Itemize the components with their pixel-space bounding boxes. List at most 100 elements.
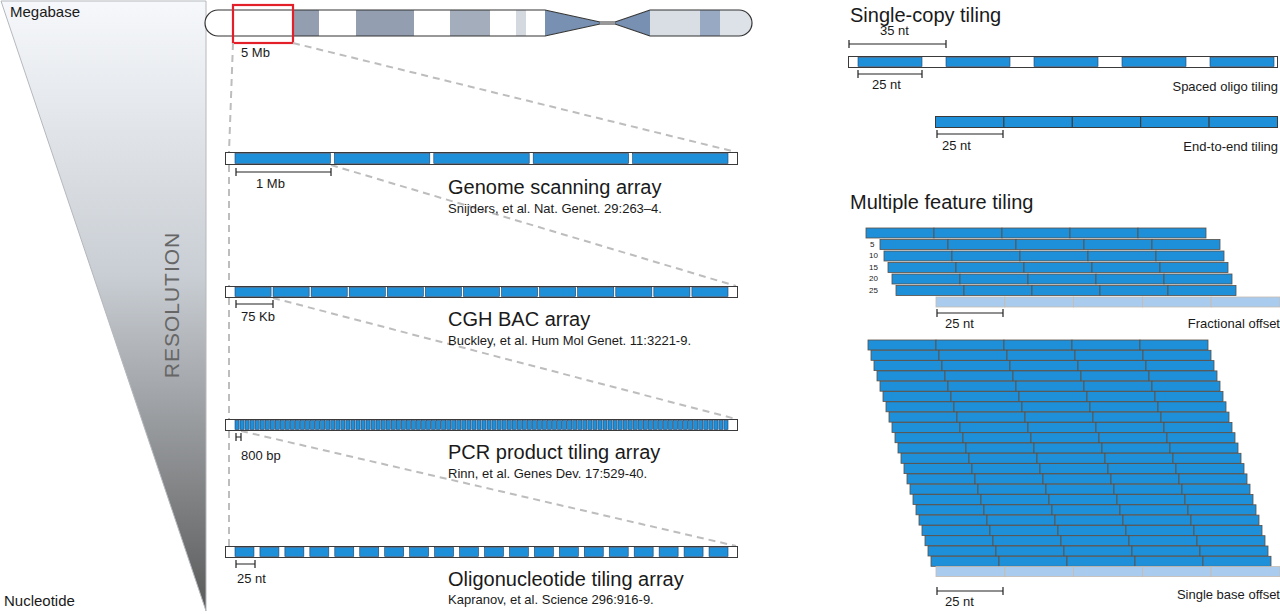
probe-segment [245, 421, 249, 430]
probe-segment [709, 421, 713, 430]
probe-segment [360, 548, 379, 557]
oligo-probe [886, 402, 954, 412]
probe-segment [260, 421, 264, 430]
probe-segment [457, 421, 461, 430]
probe-segment [559, 548, 578, 557]
probe-segment [346, 421, 350, 430]
probe-segment [669, 421, 673, 430]
oligo-probe [1117, 495, 1185, 505]
probe-segment [434, 154, 529, 164]
chromosome-band [356, 8, 414, 38]
axis-label: RESOLUTION [160, 232, 184, 379]
oligo-probe [1061, 536, 1129, 546]
oligo-probe [946, 58, 1010, 67]
oligo-probe [942, 361, 1010, 371]
bar-graphic [848, 56, 1278, 68]
probe-segment [335, 548, 354, 557]
zoom-line [229, 43, 233, 152]
oligo-probe [1185, 495, 1253, 505]
probe-segment [463, 288, 499, 297]
oligo-probe [1146, 361, 1214, 371]
probe-segment [584, 548, 603, 557]
array-bar-outline [226, 153, 738, 165]
probe-segment [659, 548, 678, 557]
reference-probe [1211, 567, 1280, 577]
oligo-probe [1111, 474, 1179, 484]
bar-graphic [225, 152, 738, 165]
probe-segment [558, 421, 562, 430]
oligo-probe [948, 381, 1016, 391]
probe-segment [270, 421, 274, 430]
oligo-probe [1164, 422, 1232, 432]
oligo-probe [936, 117, 1004, 128]
offset-number: 20 [869, 274, 878, 283]
probe-segment [502, 288, 538, 297]
probe-segment [295, 421, 299, 430]
probe-segment [255, 421, 259, 430]
scale-label: 35 nt [880, 24, 909, 39]
probe-segment [432, 421, 436, 430]
probe-segment [507, 421, 511, 430]
probe-segment [331, 421, 335, 430]
oligo-probe [1052, 505, 1120, 515]
probe-segment [326, 421, 330, 430]
oligo-probe [1070, 228, 1138, 238]
probe-segment [699, 421, 703, 430]
probe-segment [593, 421, 597, 430]
oligo-probe [954, 402, 1022, 412]
oligo-probe [1152, 240, 1220, 250]
spaced-tiling-bar: Spaced oligo tiling [848, 56, 1278, 68]
oligo-probe [910, 484, 978, 494]
oligo-probe [1129, 536, 1197, 546]
probe-segment [648, 421, 652, 430]
bar-graphic [225, 419, 738, 431]
oligo-probe [969, 453, 1037, 463]
probe-segment [285, 548, 304, 557]
probe-segment [573, 421, 577, 430]
oligo-probe [1072, 117, 1140, 128]
oligo-probe [1093, 412, 1161, 422]
probe-segment [674, 421, 678, 430]
oligo-probe [931, 556, 999, 566]
oligo-probe [858, 58, 922, 67]
oligo-probe [888, 263, 956, 273]
array-bar-outline [226, 287, 738, 298]
probe-segment [634, 548, 653, 557]
probe-segment [477, 421, 481, 430]
array-title: PCR product tiling array [448, 441, 660, 464]
probe-segment [517, 421, 521, 430]
array-bar-outline [226, 420, 738, 431]
probe-segment [447, 421, 451, 430]
oligo-probe [889, 412, 957, 422]
probe-segment [356, 421, 360, 430]
single-base-offset-tiling: Single base offset [866, 338, 1280, 578]
oligo-probe [1170, 443, 1238, 453]
oligo-probe [1203, 556, 1271, 566]
oligo-probe [1141, 117, 1209, 128]
array-title: CGH BAC array [448, 308, 590, 331]
probe-segment [290, 421, 294, 430]
probe-segment [386, 421, 390, 430]
reference-probe [1005, 297, 1074, 307]
oligo-probe [1028, 274, 1096, 284]
scale-bar [236, 300, 273, 308]
oligo-probe [1176, 464, 1244, 474]
probe-segment [396, 421, 400, 430]
zoom-line [228, 165, 230, 286]
oligo-probe [1096, 422, 1164, 432]
oligo-probe [934, 228, 1002, 238]
probe-segment [472, 421, 476, 430]
oligo-probe [1160, 263, 1228, 273]
probe-segment [689, 421, 693, 430]
reference-probe [1211, 297, 1280, 307]
oligo-probe [1002, 228, 1070, 238]
probe-segment [462, 421, 466, 430]
oligo-probe [1084, 381, 1152, 391]
oligo-probe [1072, 340, 1140, 350]
probe-segment [618, 421, 622, 430]
oligo-probe [1120, 505, 1188, 515]
oligo-probe [1191, 515, 1259, 525]
bar-graphic [935, 116, 1278, 128]
probe-segment [401, 421, 405, 430]
oligo-probe [884, 251, 952, 261]
